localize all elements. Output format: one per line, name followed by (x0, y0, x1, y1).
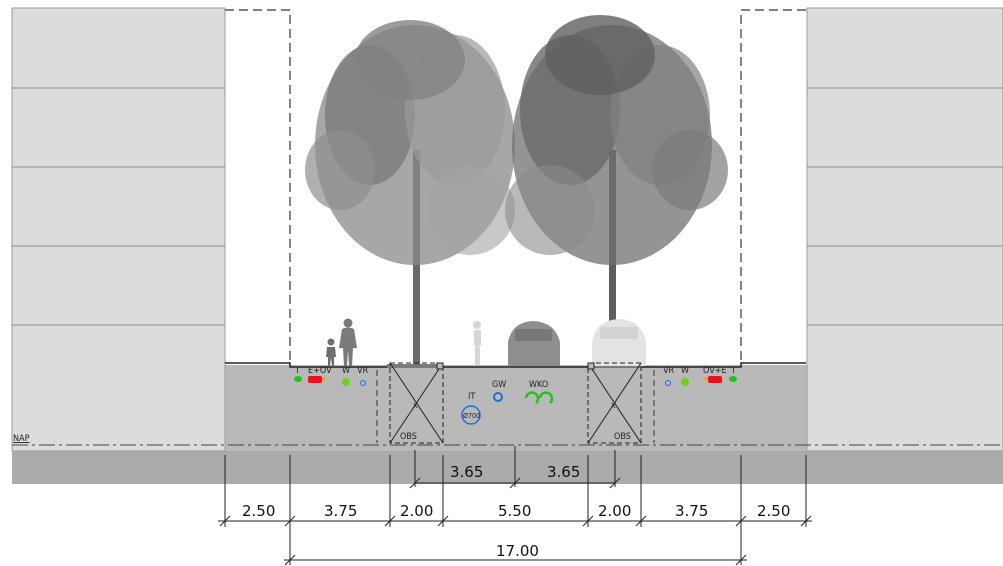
svg-text:OV+E: OV+E (703, 366, 727, 376)
obs-right-label: OBS (614, 432, 631, 442)
gw-pipe (493, 392, 503, 402)
utilities-left: T E+OV W VR (294, 366, 369, 386)
nap-label: NAP (13, 434, 30, 444)
lane-dimension-line (409, 446, 621, 489)
svg-text:W: W (342, 366, 350, 376)
pipe-circle (461, 405, 481, 425)
tree-left (305, 20, 515, 365)
pedestrian-child (326, 338, 336, 366)
profile-dim-7: 2.50 (757, 502, 790, 520)
gw-label: GW (492, 380, 506, 390)
wko-pipes (524, 391, 554, 404)
svg-text:T: T (730, 366, 736, 376)
lane-dim-2: 3.65 (547, 463, 580, 481)
pedestrian-adult (339, 318, 357, 366)
profile-dim-4: 5.50 (498, 502, 531, 520)
tree-pit-right (587, 362, 642, 444)
svg-text:W: W (681, 366, 689, 376)
svg-text:E+OV: E+OV (308, 366, 332, 376)
total-dim: 17.00 (496, 542, 539, 560)
dashed-building-outlines (225, 9, 806, 363)
svg-text:VR: VR (357, 366, 369, 376)
pipe-label: Ø700 (463, 412, 480, 420)
svg-text:VR: VR (663, 366, 675, 376)
car-dark (508, 321, 560, 366)
svg-text:T: T (294, 366, 300, 376)
tree-right (505, 15, 728, 365)
curb-left (387, 364, 443, 368)
profile-dim-1: 2.50 (242, 502, 275, 520)
tree-pit-left (389, 362, 444, 444)
obs-left-label: OBS (400, 432, 417, 442)
ground-lower (12, 451, 1003, 484)
total-dimension-line (284, 527, 747, 566)
trench-lines (376, 370, 655, 443)
profile-dimension-line (218, 455, 812, 527)
profile-dim-6: 3.75 (675, 502, 708, 520)
pit-left-x: x (413, 401, 418, 411)
utilities-right: VR W OV+E T (663, 366, 737, 386)
car-light (592, 319, 646, 366)
cyclist (473, 321, 481, 365)
right-building (806, 7, 1003, 452)
profile-dim-5: 2.00 (598, 502, 631, 520)
pit-right-x: x (611, 401, 616, 411)
profile-dim-3: 2.00 (400, 502, 433, 520)
wko-label: WKO (529, 380, 548, 390)
profile-dim-2: 3.75 (324, 502, 357, 520)
left-building (11, 7, 226, 452)
street-surface (225, 362, 806, 368)
lane-dim-1: 3.65 (450, 463, 483, 481)
it-label: IT (468, 392, 475, 402)
